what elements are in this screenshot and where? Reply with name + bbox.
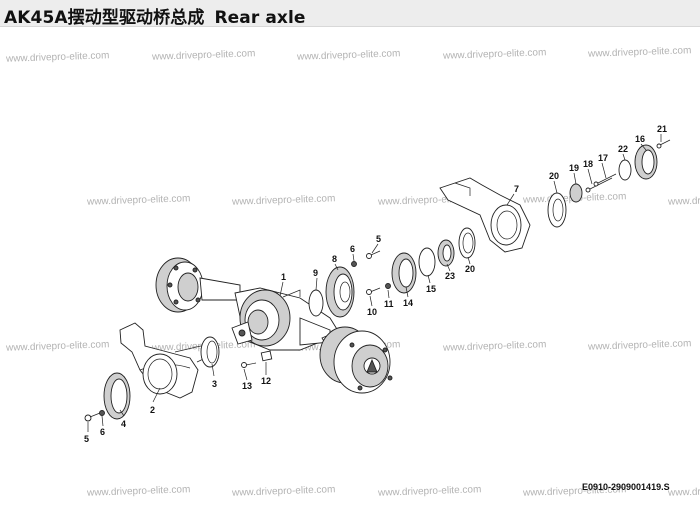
callout-14: 14 (403, 298, 413, 308)
callout-23: 23 (445, 271, 455, 281)
page-title: AK45A摆动型驱动桥总成 Rear axle (4, 3, 306, 28)
title-chinese: AK45A摆动型驱动桥总成 (4, 8, 205, 28)
callout-20-lower: 20 (465, 264, 475, 274)
callout-4: 4 (121, 419, 126, 429)
callout-6-upper: 6 (350, 244, 355, 254)
callout-15: 15 (426, 284, 436, 294)
callout-21: 21 (657, 124, 667, 134)
callout-8: 8 (332, 254, 337, 264)
part-14-seal (391, 252, 417, 294)
callout-5-upper: 5 (376, 234, 381, 244)
callout-7: 7 (514, 184, 519, 194)
part-20-ring-lower (458, 227, 476, 259)
part-19-washer (569, 183, 583, 203)
callout-3: 3 (212, 379, 217, 389)
part-22-washer (618, 159, 632, 181)
callout-22: 22 (618, 144, 628, 154)
callout-6-left: 6 (100, 427, 105, 437)
drawing-code: E0910-2909001419.S (582, 482, 670, 492)
title-bar: AK45A摆动型驱动桥总成 Rear axle (0, 0, 700, 28)
callout-13: 13 (242, 381, 252, 391)
part-3-bushing (200, 336, 220, 368)
parts-10-11-bolts (366, 283, 391, 295)
parts-12-13-key-bolt (241, 350, 273, 368)
title-english: Rear axle (214, 8, 306, 28)
callout-1: 1 (281, 272, 286, 282)
part-1-axle-housing (231, 287, 341, 351)
part-2-bracket (119, 322, 213, 399)
part-16-seal (634, 144, 658, 180)
parts-17-18-bolts (585, 173, 617, 193)
part-7-bracket (439, 177, 531, 253)
part-9-o-ring (308, 289, 324, 317)
part-15-ring (418, 247, 436, 277)
part-20-ring-upper (547, 192, 567, 228)
callout-16: 16 (635, 134, 645, 144)
left-wheel-hub (155, 257, 241, 313)
callout-19: 19 (569, 163, 579, 173)
callout-12: 12 (261, 376, 271, 386)
callout-17: 17 (598, 153, 608, 163)
callout-9: 9 (313, 268, 318, 278)
callout-2: 2 (150, 405, 155, 415)
part-21-bolt (656, 139, 671, 149)
right-wheel-hub (319, 326, 393, 394)
part-23-bearing (437, 239, 455, 267)
callout-10: 10 (367, 307, 377, 317)
callout-numbers: 1 2 3 4 5 6 5 6 7 8 9 10 11 12 13 14 15 … (84, 124, 667, 444)
part-4-seal-ring (103, 372, 131, 420)
callout-18: 18 (583, 159, 593, 169)
callout-5-left: 5 (84, 434, 89, 444)
callout-11: 11 (384, 299, 394, 309)
part-8-flange (325, 266, 355, 318)
part-5-6-bolt-washer-left (84, 410, 105, 422)
leader-lines (87, 134, 662, 432)
callout-20-upper: 20 (549, 171, 559, 181)
part-5-6-bolt-washer-upper (351, 250, 381, 267)
